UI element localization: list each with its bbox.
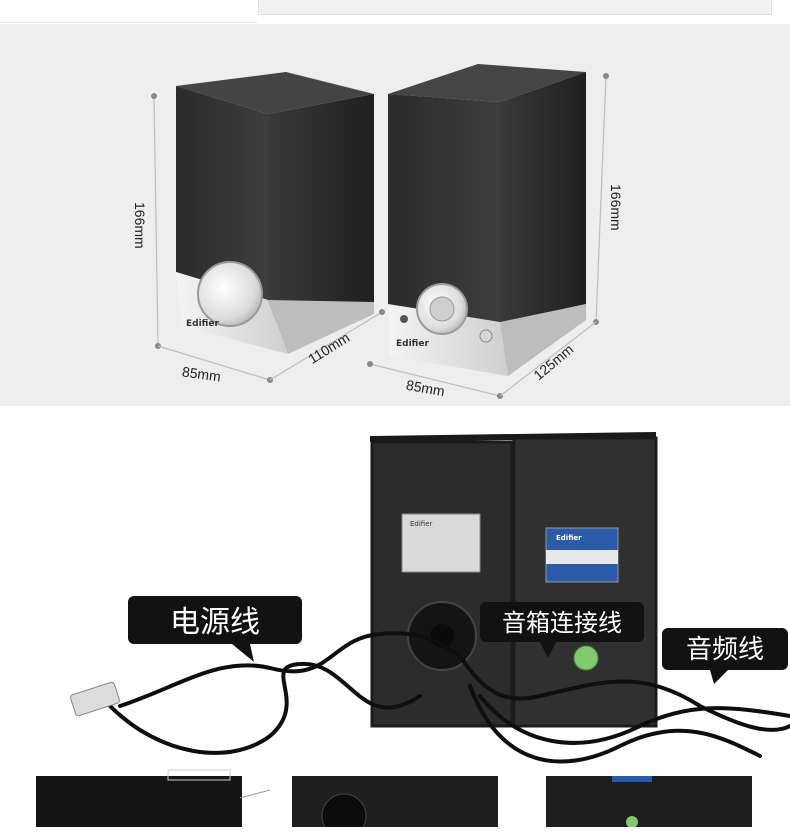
pass-sticker-icon xyxy=(573,645,599,671)
power-button xyxy=(479,329,493,343)
top-strip xyxy=(0,0,790,24)
right-speaker: Edifier xyxy=(388,64,586,376)
right-height-line xyxy=(595,75,607,323)
pass-sticker-icon xyxy=(626,816,638,828)
speaker-backs xyxy=(370,432,658,728)
dimension-panel: Edifier Edifier xyxy=(0,24,790,406)
left-speaker-back xyxy=(372,442,512,726)
speaker-dimension-illustration: Edifier Edifier xyxy=(151,64,609,399)
dot xyxy=(379,309,385,315)
left-brand-label: Edifier xyxy=(186,319,219,329)
callout-audio-pointer xyxy=(710,670,728,684)
cable-photo-panel: Edifier Edifier 电源线 音箱连接线 xyxy=(0,406,790,832)
callout-power-bg xyxy=(128,596,302,644)
audio-cable-loop xyxy=(468,684,762,764)
speaker-back-illustration: Edifier Edifier 电源线 音箱连接线 xyxy=(36,432,790,832)
top-content-box xyxy=(258,0,772,15)
divider-line xyxy=(0,22,258,23)
right-speaker-side xyxy=(500,72,586,324)
headphone-jack xyxy=(400,315,408,323)
power-plug xyxy=(70,681,120,717)
callout-audio-bg xyxy=(662,628,788,670)
dimension-lines xyxy=(151,73,609,399)
dot xyxy=(603,73,609,79)
cables xyxy=(108,631,790,764)
thumbnail-1-frame xyxy=(167,769,231,781)
callout-speaker-cable: 音箱连接线 xyxy=(480,602,644,658)
callout-power-text: 电源线 xyxy=(170,605,260,640)
right-brand-label: Edifier xyxy=(396,339,429,349)
dot xyxy=(151,93,157,99)
audio-cable xyxy=(478,694,790,745)
callout-power-pointer xyxy=(232,644,254,662)
left-speaker-top xyxy=(176,72,374,114)
left-speaker-front xyxy=(176,86,268,300)
left-speaker-base-side xyxy=(268,300,374,354)
left-depth-line xyxy=(269,311,383,381)
thumbnail-row xyxy=(36,769,752,832)
right-speaker-front xyxy=(388,94,500,324)
right-speaker-top xyxy=(388,64,586,102)
thumbnail-3 xyxy=(546,776,752,827)
thumbnail-1 xyxy=(36,776,242,827)
right-back-border xyxy=(512,436,658,728)
left-spec-brand: Edifier xyxy=(410,520,433,528)
left-width-line xyxy=(157,345,271,381)
right-width-line xyxy=(369,363,501,397)
right-spec-stripe xyxy=(546,550,618,564)
speaker-cable xyxy=(458,654,790,732)
callout-speaker-pointer xyxy=(540,642,556,658)
left-spec-label xyxy=(401,513,481,573)
power-cable-loop xyxy=(108,661,422,755)
knob-icon xyxy=(197,261,263,327)
left-back-border xyxy=(370,440,514,728)
right-spec-brand: Edifier xyxy=(556,534,582,542)
callout-audio-text: 音频线 xyxy=(686,635,764,665)
callout-audio-cable: 音频线 xyxy=(662,628,788,684)
left-height-label: 166mm xyxy=(132,202,148,249)
callout-power-cable: 电源线 xyxy=(128,596,302,662)
thumbnail-1-pointer xyxy=(239,789,271,799)
right-height-label: 166mm xyxy=(608,184,624,231)
callout-speaker-text: 音箱连接线 xyxy=(502,609,622,637)
callout-speaker-bg xyxy=(480,602,644,642)
left-speaker: Edifier xyxy=(176,72,374,354)
thumbnail-2-grommet xyxy=(321,793,367,832)
right-speaker-base-front xyxy=(388,304,508,376)
left-speaker-side xyxy=(268,94,374,324)
left-height-line xyxy=(153,95,159,347)
right-depth-line xyxy=(499,321,597,397)
dot xyxy=(367,361,373,367)
right-speaker-base-side xyxy=(500,304,586,376)
knob-center xyxy=(429,296,455,322)
thumbnail-3-label xyxy=(612,776,652,782)
